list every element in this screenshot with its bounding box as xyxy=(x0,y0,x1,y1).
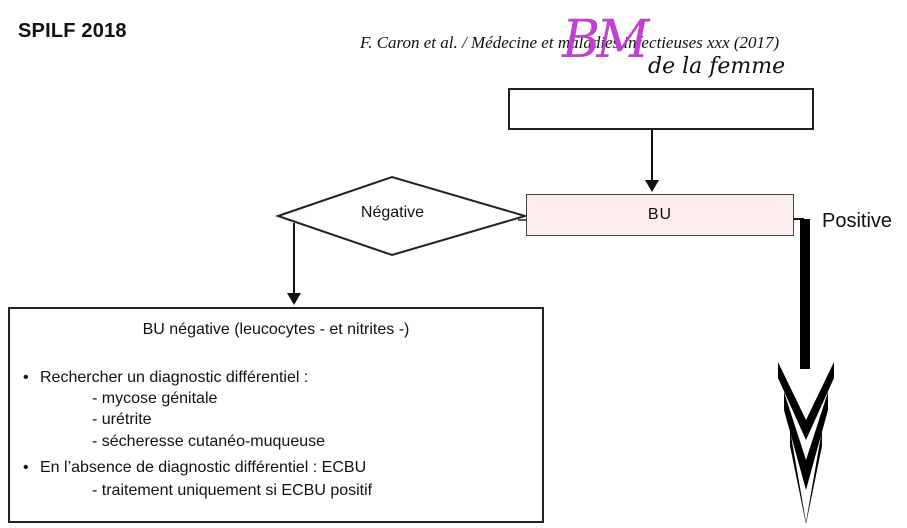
positive-arrow-tip xyxy=(790,430,822,524)
positive-label: Positive xyxy=(822,210,893,232)
bullet-ecbu: En l’absence de diagnostic différentiel … xyxy=(23,459,366,477)
spilf-label: SPILF 2018 xyxy=(18,20,127,42)
arrowhead-diamond-to-box xyxy=(287,293,301,305)
bu-box: BU xyxy=(526,194,794,236)
sub-item-mycose: - mycose génitale xyxy=(92,390,218,407)
handwritten-annotation-pink: BM xyxy=(562,10,649,70)
handwritten-annotation-black: de la femme xyxy=(648,54,786,79)
sub-item-secheresse: - sécheresse cutanéo-muqueuse xyxy=(92,433,326,450)
positive-arrow-chevron-2 xyxy=(784,392,828,490)
sub-item-traitement: - traitement uniquement si ECBU positif xyxy=(92,482,373,499)
positive-arrow-shaft xyxy=(800,219,810,369)
negative-label: Négative xyxy=(360,204,425,221)
sub-item-uretrite: - urétrite xyxy=(92,411,152,428)
top-box xyxy=(508,88,814,130)
negative-diamond xyxy=(274,175,529,257)
bullet-differential-diagnosis: Rechercher un diagnostic différentiel : xyxy=(23,369,308,387)
arrowhead-top-to-bu xyxy=(645,180,659,192)
negative-box-title: BU négative (leucocytes - et nitrites -) xyxy=(142,321,410,338)
positive-arrow-chevron-1 xyxy=(778,362,834,440)
negative-result-box: BU négative (leucocytes - et nitrites -)… xyxy=(8,307,544,523)
journal-citation: F. Caron et al. / Médecine et maladies i… xyxy=(360,33,780,52)
